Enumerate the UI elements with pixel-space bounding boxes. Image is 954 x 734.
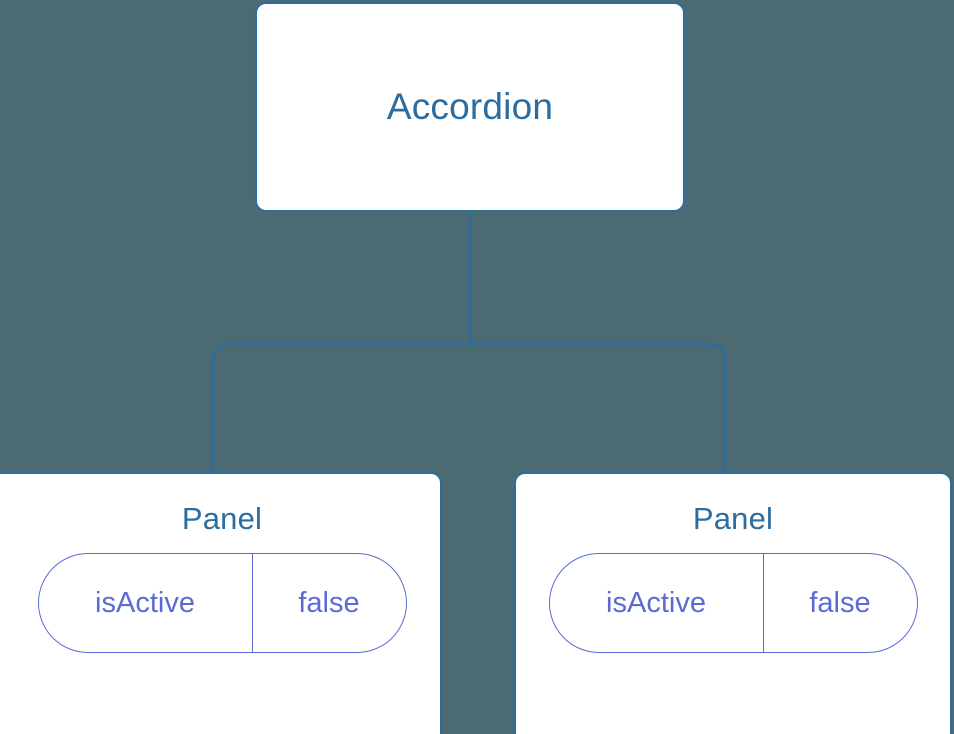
node-panel-0[interactable]: Panel isActive false [0, 472, 442, 734]
node-panel-0-label: Panel [181, 501, 263, 536]
node-panel-1-label: Panel [692, 501, 774, 536]
edge-to-panel-1 [470, 342, 727, 474]
props-pill-panel-0[interactable]: isActive false [37, 553, 407, 653]
prop-value-isactive-0: false [298, 586, 360, 619]
edge-to-panel-0 [211, 342, 470, 474]
node-accordion[interactable]: Accordion [255, 2, 685, 212]
prop-key-isactive-1: isActive [550, 554, 764, 652]
prop-key-isactive-0: isActive [39, 554, 253, 652]
node-accordion-label: Accordion [386, 86, 554, 127]
node-panel-1[interactable]: Panel isActive false [514, 472, 952, 734]
prop-value-isactive-1: false [809, 586, 871, 619]
props-pill-panel-1[interactable]: isActive false [548, 553, 918, 653]
